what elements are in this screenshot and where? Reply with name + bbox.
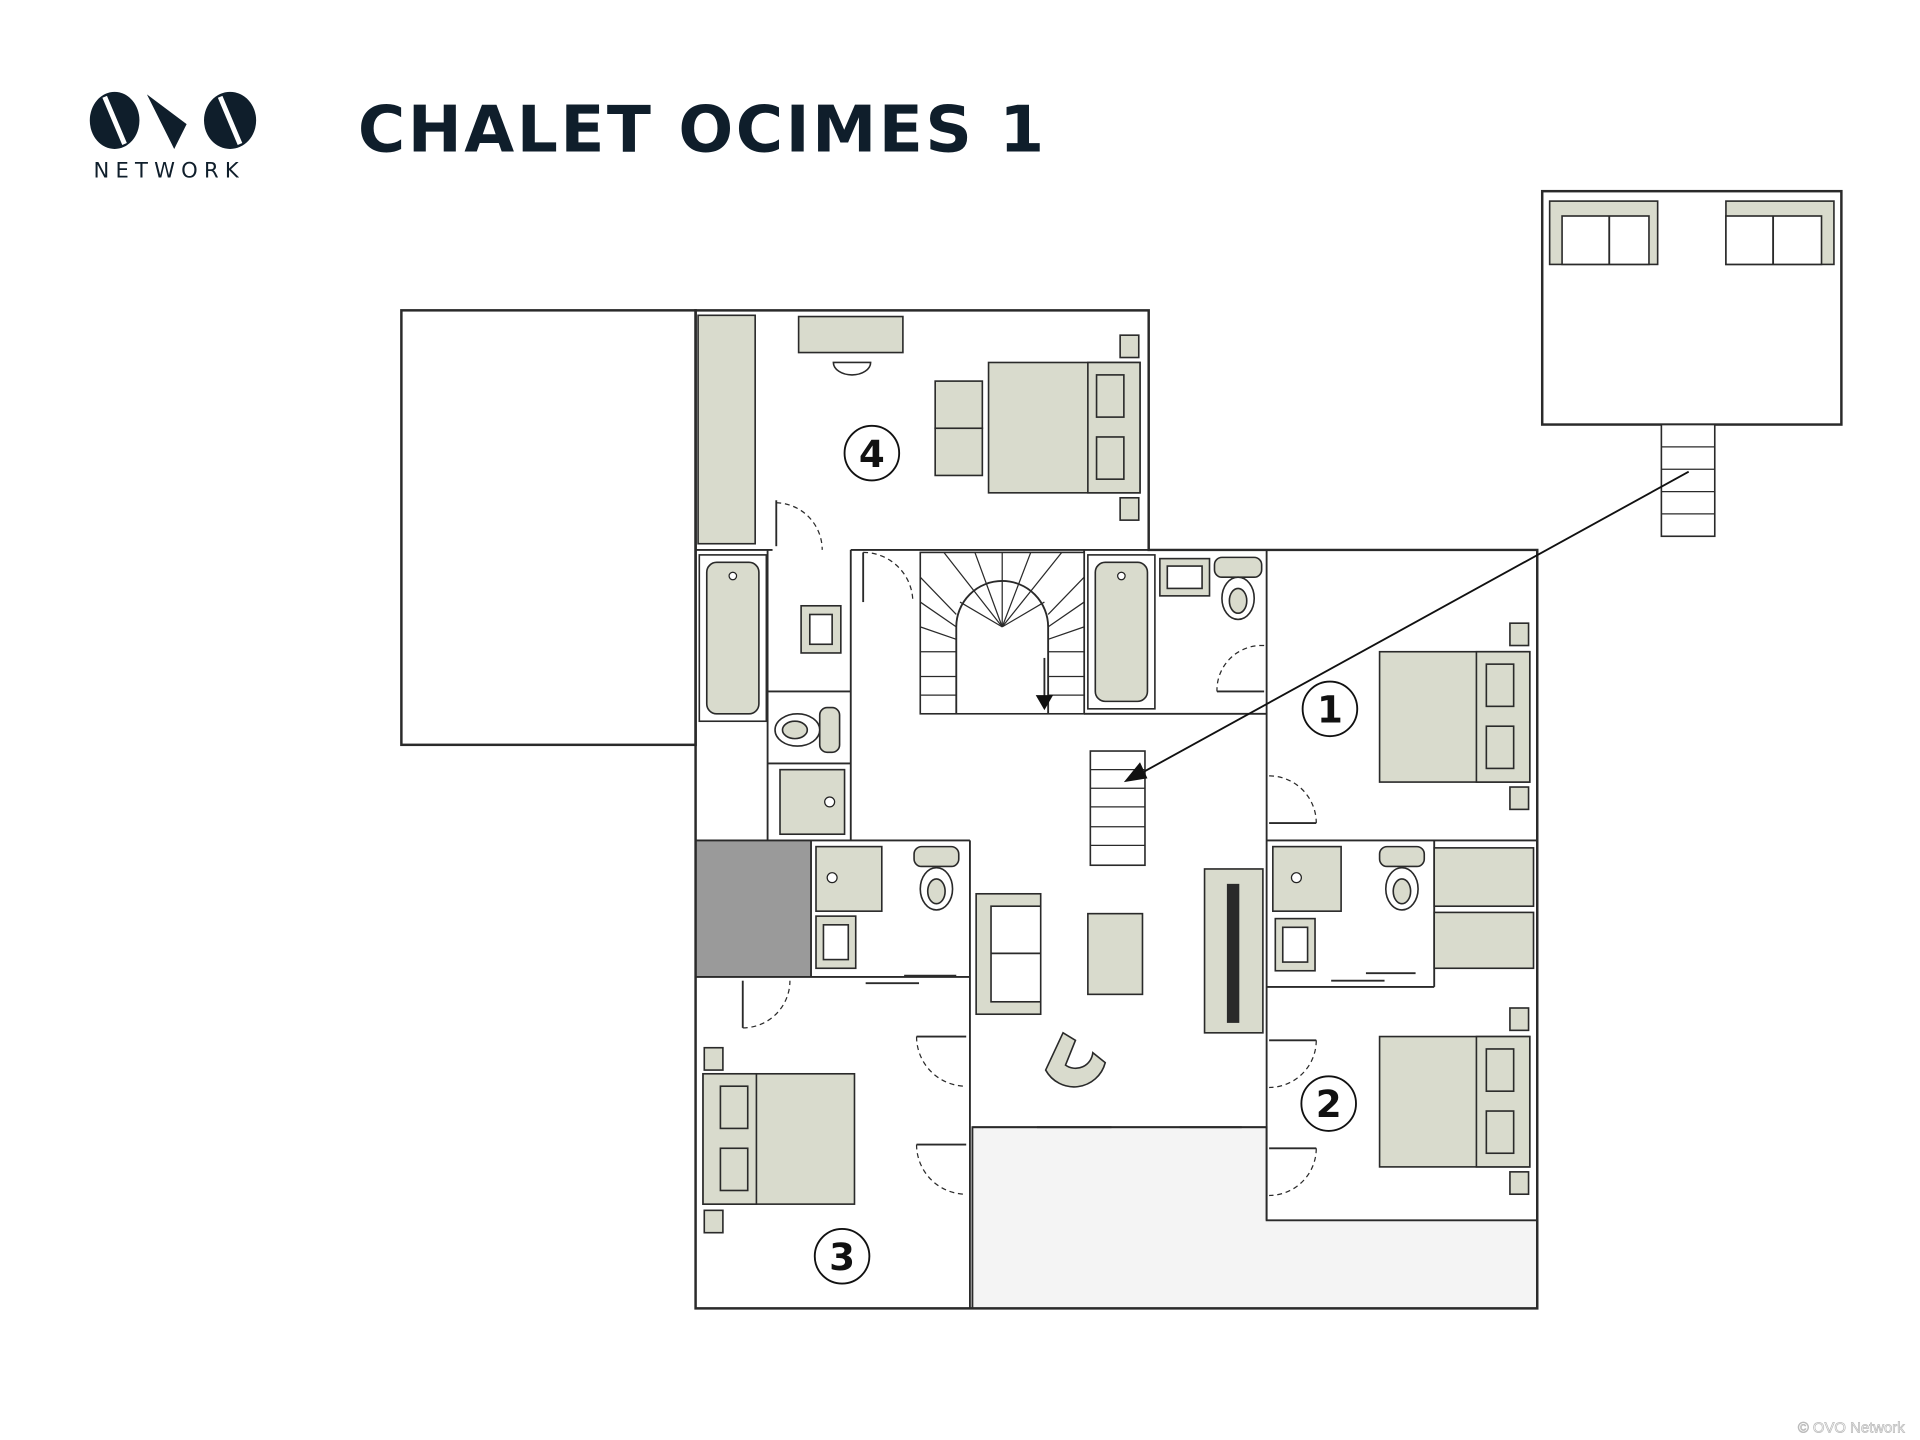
shower-icon xyxy=(1272,845,1342,912)
tv-cabinet-icon xyxy=(1203,868,1264,1034)
svg-text:4: 4 xyxy=(859,432,885,476)
armchair-icon xyxy=(1044,1031,1107,1088)
sink-icon xyxy=(1159,557,1211,597)
bed-icon xyxy=(1378,622,1531,811)
coffee-table xyxy=(1087,912,1144,996)
room-3-label: 3 xyxy=(813,1228,871,1285)
svg-text:2: 2 xyxy=(1316,1082,1342,1126)
sink-icon xyxy=(800,604,842,654)
logo-network-text: NETWORK xyxy=(94,158,245,183)
sofa-icon xyxy=(975,892,1042,1016)
shower-icon xyxy=(815,845,883,912)
toilet-icon xyxy=(1213,556,1263,621)
doors xyxy=(741,500,1416,1197)
page-title: CHALET OCIMES 1 xyxy=(358,92,1047,167)
watermark: © OVO Network xyxy=(1798,1421,1905,1437)
sink-icon xyxy=(1274,917,1316,972)
arrow-icon xyxy=(1123,470,1690,783)
desk-icon xyxy=(797,315,904,376)
room-2-label: 2 xyxy=(1300,1075,1357,1132)
storage-room xyxy=(695,840,812,977)
wardrobe-icon xyxy=(1433,847,1535,970)
toilet-icon xyxy=(774,706,841,754)
toilet-icon xyxy=(913,845,960,911)
balcony-stairs-icon xyxy=(1660,423,1716,538)
sofa-icon xyxy=(1548,200,1659,266)
sink-icon xyxy=(815,915,857,970)
svg-text:3: 3 xyxy=(829,1235,855,1279)
sofa-icon xyxy=(1725,200,1835,266)
bathtub-icon xyxy=(1087,554,1156,710)
bed-icon xyxy=(1378,1007,1531,1196)
balcony xyxy=(1540,189,1843,538)
room-1-label: 1 xyxy=(1301,680,1359,738)
staircase-icon xyxy=(919,551,1085,715)
shower-icon xyxy=(779,768,846,836)
room-4-label: 4 xyxy=(843,424,901,482)
ovo-logo: NETWORK xyxy=(89,91,257,183)
toilet-icon xyxy=(1378,845,1426,911)
bed-icon xyxy=(934,334,1141,521)
left-annex xyxy=(400,309,697,747)
outer-wall xyxy=(694,309,1539,1310)
svg-text:1: 1 xyxy=(1317,687,1343,731)
bathtub-icon xyxy=(698,554,768,723)
bed-icon xyxy=(702,1046,856,1234)
wardrobe-icon xyxy=(697,314,756,545)
